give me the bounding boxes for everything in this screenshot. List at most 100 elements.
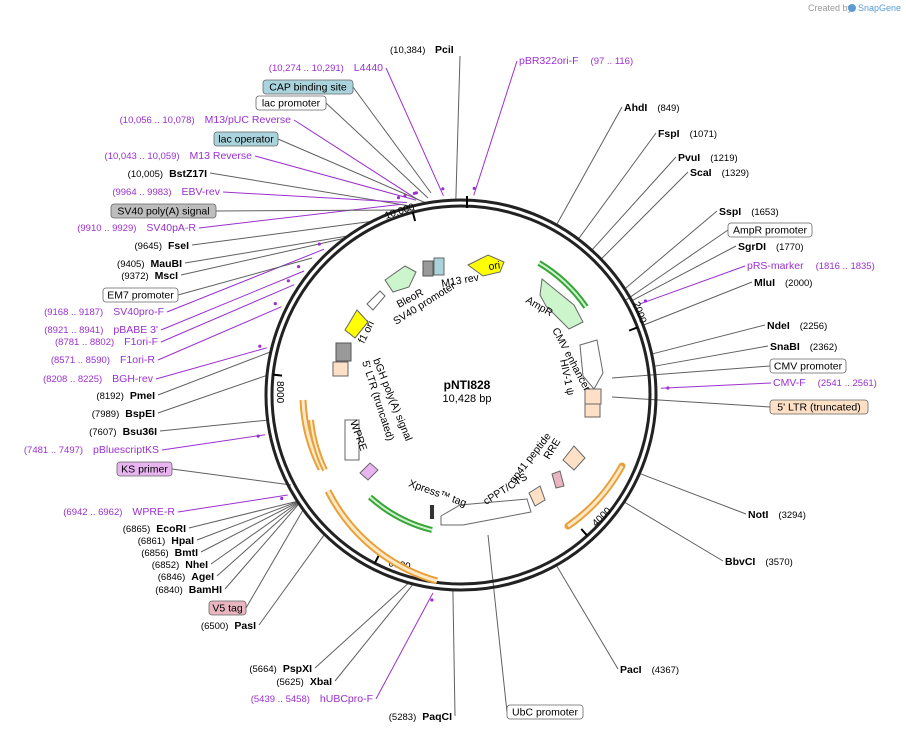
enzyme-position: (6840) — [155, 585, 182, 596]
enzyme-label: BmtI — [175, 547, 198, 559]
orf-arc-ampr-fill — [538, 262, 587, 308]
enzyme-position: (9645) — [135, 241, 162, 252]
primer-connector — [161, 434, 266, 451]
orf-arc-xpress-fill — [369, 496, 433, 531]
backbone-ring — [264, 196, 658, 592]
enzyme-label: PasI — [234, 620, 256, 632]
primer-site-mark — [396, 196, 401, 200]
boxed-label-connector — [487, 534, 508, 713]
enzyme-position: (1219) — [710, 153, 737, 164]
primer-range: (7481 .. 7497) — [24, 445, 83, 456]
enzyme-label: FspI — [658, 128, 680, 140]
ring-tick-label: 2000 — [630, 300, 648, 325]
enzyme-connector — [159, 419, 268, 432]
enzyme-connector — [623, 501, 724, 562]
lac-operator-box — [433, 257, 445, 276]
enzyme-label: XbaI — [310, 676, 332, 688]
enzyme-label: BspEI — [125, 408, 155, 420]
outer-labels: (10,384)PciIAhdI(849)FspI(1071)PvuI(1219… — [24, 44, 877, 723]
boxed-label-connector — [611, 365, 771, 379]
enzyme-label: SspI — [719, 206, 741, 218]
enzyme-connector — [157, 351, 272, 396]
boxed-label-connector — [177, 257, 313, 296]
ks-primer-mark — [359, 462, 379, 481]
ring-tick-mark — [580, 528, 588, 537]
primer-site-mark — [414, 191, 418, 195]
enzyme-label: BbvCI — [725, 556, 755, 568]
enzyme-connector — [631, 245, 737, 302]
enzyme-position: (6856) — [141, 548, 168, 559]
label-xpress-tag: Xpress™ tag — [407, 478, 468, 510]
enzyme-connector — [196, 501, 298, 541]
boxed-label-connector — [171, 468, 292, 486]
enzyme-connector — [191, 220, 373, 246]
enzyme-connector — [555, 564, 619, 670]
enzyme-connector — [591, 156, 677, 251]
bgh-polya-box — [335, 342, 352, 362]
primer-connector — [385, 67, 444, 196]
primer-range: (6942 .. 6962) — [63, 507, 122, 518]
primer-range: (9964 .. 9983) — [112, 187, 171, 198]
primer-range: (10,043 .. 10,059) — [105, 151, 180, 162]
ltr-5p-box-right — [584, 388, 602, 405]
orf-arc-left-1-fill — [301, 399, 323, 470]
enzyme-connector — [224, 503, 300, 590]
primer-label: L4440 — [354, 62, 383, 74]
primer-label: pBluescriptKS — [93, 444, 159, 456]
enzyme-position: (3294) — [778, 510, 805, 521]
enzyme-label: BstZ17I — [169, 168, 207, 180]
primer-connector — [160, 284, 295, 343]
enzyme-connector — [600, 171, 689, 260]
enzyme-position: (6852) — [152, 560, 179, 571]
boxed-label-connector — [611, 396, 771, 408]
plasmid-center-title: pNTI828 10,428 bp — [443, 378, 492, 405]
boxed-label-frame — [110, 203, 217, 219]
enzyme-label: MluI — [754, 277, 775, 289]
primer-label: CMV-F — [773, 377, 806, 389]
primer-range: (8921 .. 8941) — [44, 325, 103, 336]
enzyme-connector — [188, 500, 298, 529]
enzyme-position: (4367) — [652, 665, 679, 676]
ltr-5p-box-left — [332, 361, 349, 377]
snapgene-watermark: Created by SnapGene — [808, 3, 901, 13]
enzyme-position: (6865) — [123, 524, 150, 535]
enzyme-label: AhdI — [624, 102, 647, 114]
enzyme-connector — [556, 106, 623, 226]
xpress-tag-mark — [430, 505, 434, 519]
enzyme-connector — [455, 55, 461, 201]
primer-range: (8571 .. 8590) — [51, 355, 110, 366]
ring-tick-mark — [272, 373, 283, 377]
primer-range: (97 .. 116) — [591, 56, 634, 67]
sv40-promoter-arrow — [366, 290, 386, 311]
boxed-label-frame — [208, 600, 247, 616]
enzyme-connector — [639, 472, 747, 515]
enzyme-position: (8192) — [96, 391, 123, 402]
enzyme-position: (9372) — [121, 271, 148, 282]
enzyme-label: FseI — [168, 240, 189, 252]
primer-label: EBV-rev — [181, 186, 220, 198]
plasmid-name: pNTI828 — [444, 378, 491, 392]
primer-connector — [660, 382, 772, 389]
primer-connector — [166, 248, 325, 313]
enzyme-label: SnaBI — [770, 341, 800, 353]
primer-site-mark — [666, 386, 670, 390]
enzyme-connector — [452, 589, 456, 717]
enzyme-position: (1653) — [751, 207, 778, 218]
enzyme-label: HpaI — [171, 535, 194, 547]
enzyme-label: Bsu36I — [123, 426, 158, 438]
boxed-feature-label: AmpR promoter — [733, 225, 808, 237]
primer-label: pBR322ori-F — [519, 55, 579, 67]
gp41-peptide-box — [528, 485, 546, 507]
enzyme-connector — [200, 501, 299, 553]
enzyme-connector — [653, 345, 769, 367]
enzyme-connector — [642, 281, 753, 326]
boxed-label-frame — [769, 358, 847, 374]
plasmid-size: 10,428 bp — [443, 393, 492, 405]
primer-range: (5439 .. 5458) — [251, 694, 310, 705]
ring-tick-mark — [373, 554, 380, 564]
primer-site-mark — [643, 299, 648, 303]
enzyme-position: (2362) — [810, 342, 837, 353]
primer-site-mark — [273, 302, 277, 306]
primer-label: BGH-rev — [112, 373, 154, 385]
boxed-label-frame — [255, 95, 327, 111]
